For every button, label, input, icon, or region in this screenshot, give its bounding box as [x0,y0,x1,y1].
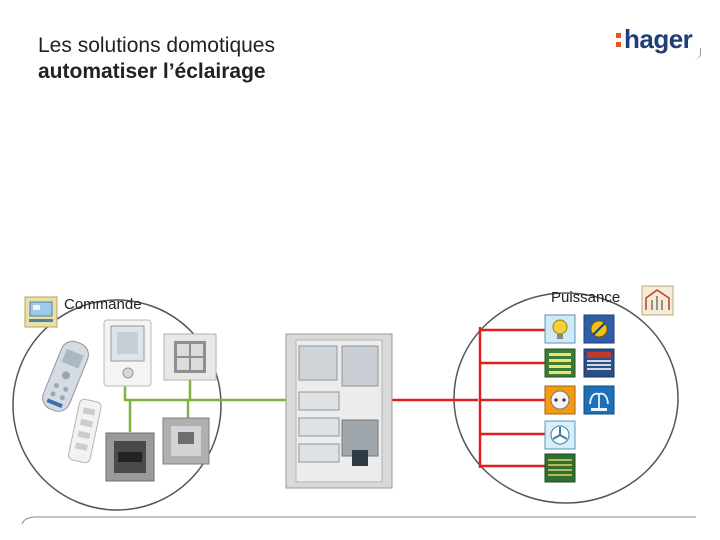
electrical-cabinet-image [285,333,393,489]
puissance-group-ellipse [453,292,679,504]
motion-detector-image [105,432,155,482]
hager-logo: hager [616,24,693,55]
title-line-1: Les solutions domotiques [38,34,275,57]
ceiling-detector-image [162,417,210,465]
socket-icon [544,385,576,415]
logo-dots-icon [616,33,621,47]
commande-icon [24,296,58,328]
title-line-2: automatiser l’éclairage [38,60,266,83]
remote-control-image [42,340,89,412]
wall-remote-image [68,398,102,464]
footer-rule [21,516,696,525]
logo-swoosh [694,48,701,60]
fan-icon [544,420,576,450]
puissance-icon [641,285,674,316]
commande-group-ellipse [12,299,222,511]
fountain-icon [583,385,615,415]
floor-heating-icon [544,453,576,483]
logo-text: hager [624,24,693,54]
roller-shutter-icon [583,348,615,378]
commande-label: Commande [64,296,142,313]
puissance-label: Puissance [551,289,621,306]
light-bulb-icon [544,314,576,344]
push-button-panel-image [163,333,217,381]
dimmer-icon [583,314,615,344]
page-title: Les solutions domotiques automatiser l’é… [38,33,275,85]
touch-panel-image [103,319,152,387]
power-wiring [392,327,545,468]
heating-icon [544,348,576,378]
bus-wiring [123,375,290,432]
